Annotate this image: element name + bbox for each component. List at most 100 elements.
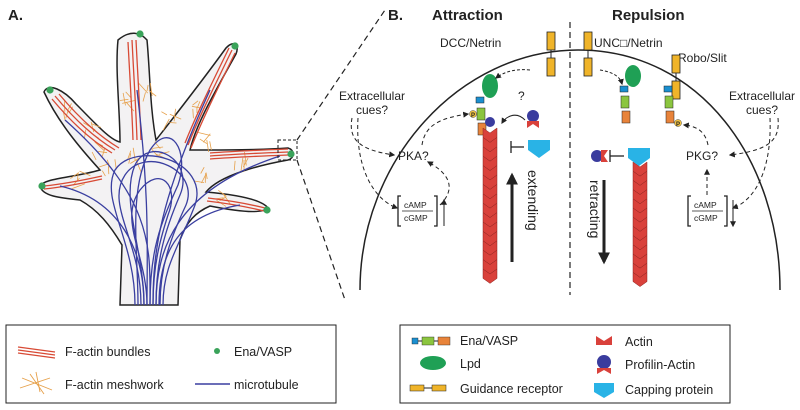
question-mark: ? [518,89,525,103]
meshwork-strand [240,157,244,172]
meshwork-strand [149,83,153,97]
capping-protein-repulsion [628,148,650,166]
legend-enavasp-label: Ena/VASP [234,345,292,359]
meshwork-strand [169,122,177,124]
meshwork-strand [151,148,159,158]
receptor-to-lpd-arrow-rep [599,69,624,86]
free-profilin-actin-rep [591,150,608,162]
legend-receptor-label: Guidance receptor [460,382,563,396]
legend-enavasp-dot [214,348,220,354]
retracting-label: retracting [587,180,603,238]
phospho-a: P [471,113,475,119]
camp-rep: cAMP [694,200,717,210]
actin-subunit [632,271,648,287]
camp-to-pka-arrow [426,161,450,206]
cgmp-att: cGMP [404,213,428,223]
receptor-to-lpd-arrow-att [495,69,531,79]
cues-left-line2: cues? [356,103,388,117]
meshwork-strand [192,100,199,106]
legend-profilin-swatch [597,355,611,374]
meshwork-strand [205,172,208,180]
cues-to-pkg-arrow [728,117,779,158]
legend-capping-label: Capping protein [625,383,713,397]
meshwork-strand [152,146,164,149]
actin-filament-extending [482,127,498,284]
cues-to-cgmp-arrow-rep [731,117,771,210]
meshwork-strand [94,141,105,152]
zoom-line-bottom [296,159,346,301]
attraction-heading: Attraction [432,7,503,24]
zoom-box [277,139,298,161]
capping-protein-attraction [528,140,550,158]
zoom-line-top [296,9,386,141]
actin-subunit [482,268,498,284]
pka-to-ena-arrow [421,111,470,146]
meshwork-strand [197,132,211,136]
meshwork-strand [132,147,136,161]
free-profilin-actin-att [527,110,539,128]
legend-r-enavasp-label: Ena/VASP [460,334,518,348]
meshwork-strand [142,92,146,102]
meshwork-strand [233,160,236,171]
meshwork-strand [122,100,135,104]
meshwork-strand [173,108,176,122]
legend-microtubule-label: microtubule [234,378,299,392]
meshwork-strand [161,111,168,116]
legend-receptor-swatch [409,384,447,392]
profilin-actin-attraction [485,117,495,127]
ena-vasp-repulsion-2: P [663,85,682,128]
meshwork-strand [197,101,201,108]
legend-right: Ena/VASP Lpd Guidance receptor Actin Pro… [399,324,731,404]
cues-to-camp-arrow-att [357,117,399,210]
meshwork-strand [127,150,132,160]
meshwork-strand [125,101,135,112]
lpd-attraction [482,74,498,98]
profilin-recruit-arrow-att [501,114,526,125]
meshwork-strand [148,90,157,97]
robo-slit-label: Robo/Slit [678,51,727,65]
meshwork-strand [138,82,148,94]
meshwork-strand [79,170,91,177]
panel-a-label: A. [8,7,23,24]
meshwork-strand [201,174,206,184]
meshwork-strand [101,170,106,177]
camp-att: cAMP [404,200,427,210]
meshwork-strand [91,151,97,161]
pka-label: PKA? [398,149,429,163]
meshwork-strand [91,123,101,128]
meshwork-strand [209,141,212,151]
ena-vasp-tip-dots [38,30,295,214]
meshwork-strand [169,113,182,120]
meshwork-strand [222,192,231,205]
legend-left: F-actin bundles Ena/VASP F-actin meshwor… [5,324,337,404]
ena-vasp-repulsion-1 [619,85,631,124]
camp-cgmp-repulsion: cAMP cGMP [687,195,736,228]
legend-bundles-label: F-actin bundles [65,345,150,359]
pkg-label: PKG? [686,149,718,163]
membrane [359,49,781,291]
growth-cone-outline [39,32,294,306]
meshwork-strand [162,118,170,131]
legend-meshwork-label: F-actin meshwork [65,378,164,392]
unc-receptor [583,31,593,77]
meshwork-strand [206,140,209,152]
legend-capping-swatch [594,383,614,398]
cues-to-pka-arrow [350,117,396,158]
robo-receptor [671,54,681,100]
meshwork-strand [199,138,208,145]
pkg-to-ena-arrow [682,122,709,146]
legend-meshwork-swatch [19,371,53,395]
legend-actin-swatch [596,336,612,345]
camp-cgmp-attraction: cAMP cGMP [397,195,447,227]
legend-profilin-label: Profilin-Actin [625,358,695,372]
dcc-netrin-label: DCC/Netrin [440,36,501,50]
f-actin-bundles [43,39,289,212]
meshwork-strand [71,183,85,189]
ena-vasp-attraction: P [469,96,487,136]
cgmp-rep: cGMP [694,213,718,223]
meshwork-strand [192,108,194,119]
legend-enavasp-swatch [411,336,451,346]
meshwork-strand [125,91,132,99]
unc-netrin-label: UNC□/Netrin [594,36,663,50]
